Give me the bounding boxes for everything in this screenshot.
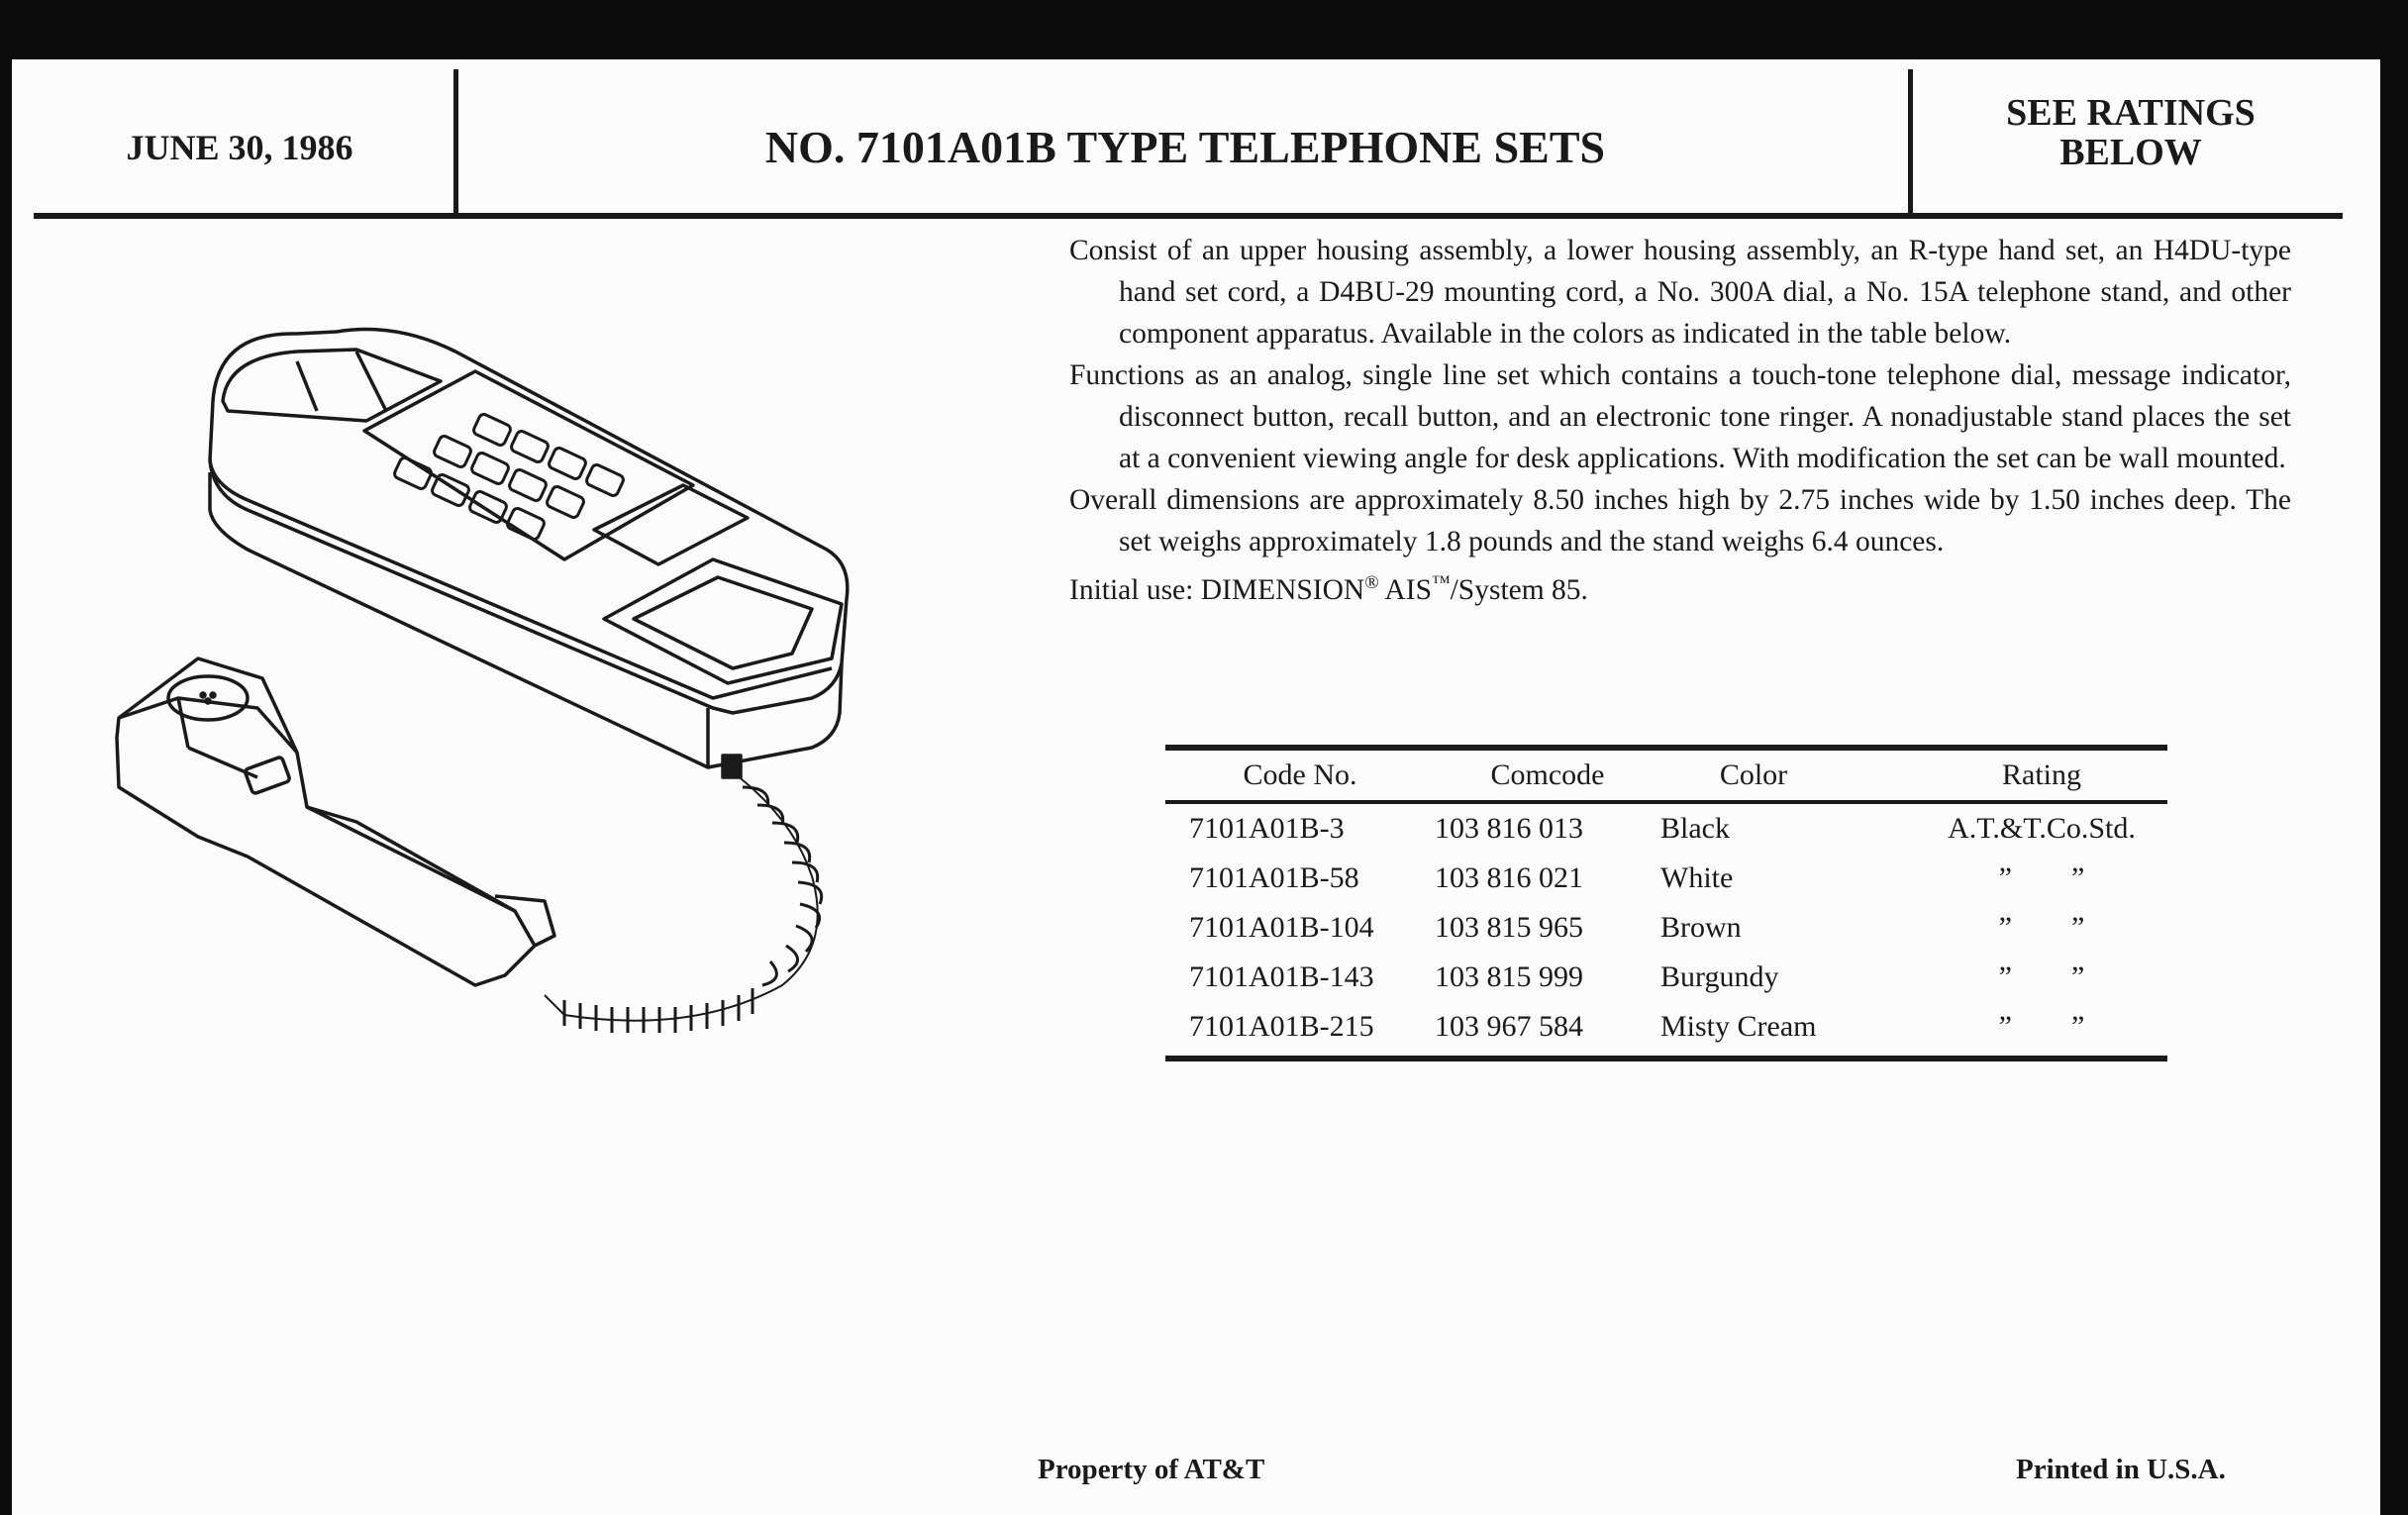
column-header: Color: [1719, 758, 1788, 791]
header-divider: [1908, 69, 1913, 218]
rating-cell: ” ”: [1998, 960, 2085, 993]
comcode-cell: 103 815 999: [1435, 960, 1583, 993]
table-row: 7101A01B-3 103 816 013 Black A.T.&T.Co.S…: [1165, 804, 2167, 854]
color-cell: Black: [1660, 812, 1730, 845]
table-bottom-rule: [1165, 1056, 2167, 1061]
rating-cell: ” ”: [1998, 861, 2085, 894]
column-header: Comcode: [1490, 758, 1605, 791]
table-top-rule: [1165, 745, 2167, 751]
table-row: 7101A01B-58 103 816 021 White ” ”: [1165, 854, 2167, 903]
code-table: Code No. Comcode Color Rating 7101A01B-3…: [1165, 745, 2167, 1061]
trademark-mark: ™: [1431, 572, 1451, 593]
document-page: JUNE 30, 1986 NO. 7101A01B TYPE TELEPHON…: [12, 59, 2380, 1515]
comcode-cell: 103 816 021: [1435, 861, 1583, 894]
initial-use-text: /System 85.: [1450, 573, 1588, 606]
ratings-line-1: SEE RATINGS: [2006, 92, 2256, 134]
page-title: NO. 7101A01B TYPE TELEPHONE SETS: [764, 122, 1606, 172]
ratings-note: SEE RATINGS BELOW: [1923, 93, 2339, 172]
code-cell: 7101A01B-58: [1189, 861, 1359, 894]
header-rule: [34, 213, 2343, 219]
initial-use-text: AIS: [1378, 573, 1432, 606]
color-cell: Burgundy: [1660, 960, 1779, 993]
header-divider: [453, 69, 458, 218]
code-cell: 7101A01B-143: [1189, 960, 1374, 993]
color-cell: White: [1660, 861, 1734, 894]
comcode-cell: 103 816 013: [1435, 812, 1583, 845]
description: Consist of an upper housing assembly, a …: [1069, 230, 2291, 611]
code-cell: 7101A01B-3: [1189, 812, 1345, 845]
description-paragraph: Overall dimensions are approximately 8.5…: [1069, 484, 2291, 557]
code-cell: 7101A01B-215: [1189, 1010, 1374, 1043]
comcode-cell: 103 967 584: [1435, 1010, 1583, 1043]
comcode-cell: 103 815 965: [1435, 911, 1583, 944]
registered-mark: ®: [1364, 572, 1379, 593]
table-row: 7101A01B-143 103 815 999 Burgundy ” ”: [1165, 953, 2167, 1002]
table-header-row: Code No. Comcode Color Rating: [1165, 751, 2167, 800]
telephone-illustration: [115, 327, 850, 1033]
issue-date: JUNE 30, 1986: [126, 128, 353, 167]
color-cell: Brown: [1660, 911, 1742, 944]
description-paragraph: Functions as an analog, single line set …: [1069, 359, 2291, 474]
printed-notice: Printed in U.S.A.: [2016, 1454, 2226, 1485]
rating-cell: ” ”: [1998, 911, 2085, 944]
table-row: 7101A01B-104 103 815 965 Brown ” ”: [1165, 903, 2167, 953]
initial-use: Initial use: DIMENSION® AIS™/System 85.: [1069, 562, 2291, 611]
code-cell: 7101A01B-104: [1189, 911, 1374, 944]
column-header: Code No.: [1243, 758, 1357, 791]
table-row: 7101A01B-215 103 967 584 Misty Cream ” ”: [1165, 1002, 2167, 1052]
description-paragraph: Consist of an upper housing assembly, a …: [1069, 235, 2291, 350]
property-notice: Property of AT&T: [1038, 1454, 1265, 1485]
rating-cell: ” ”: [1998, 1010, 2085, 1043]
column-header: Rating: [2002, 758, 2081, 791]
table-header-rule: [1165, 800, 2167, 804]
color-cell: Misty Cream: [1660, 1010, 1817, 1043]
rating-cell: A.T.&T.Co.Std.: [1948, 812, 2136, 845]
ratings-line-2: BELOW: [2059, 132, 2202, 173]
initial-use-text: Initial use: DIMENSION: [1069, 573, 1365, 606]
